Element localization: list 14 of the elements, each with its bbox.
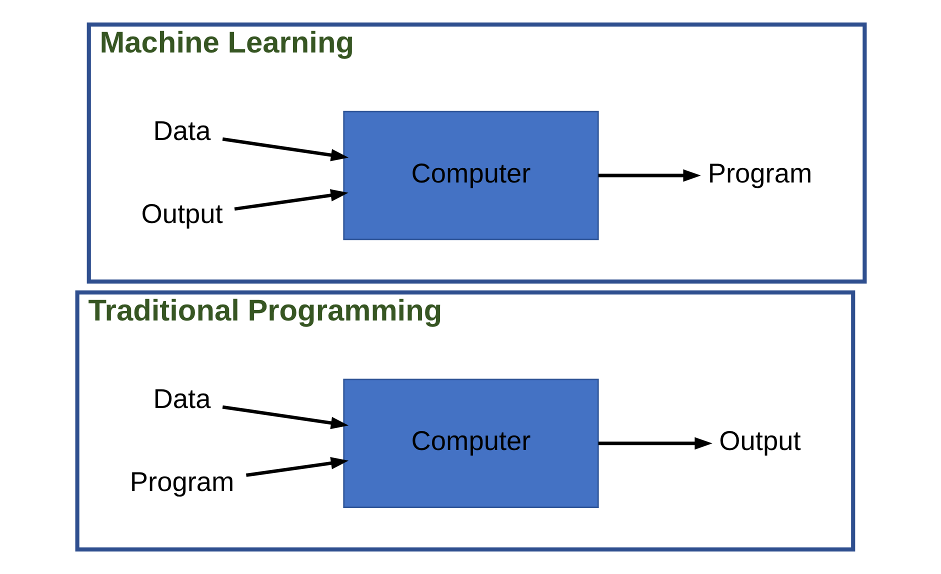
arrow — [222, 405, 348, 430]
node-text: Program — [707, 157, 812, 188]
arrow — [234, 189, 348, 211]
node-text: Program — [129, 466, 234, 497]
node-box: Computer — [342, 378, 598, 508]
arrow — [598, 437, 712, 450]
node-text: Output — [140, 198, 222, 230]
node-text: Output — [718, 425, 800, 456]
arrow — [245, 456, 348, 477]
node-text: Data — [152, 383, 210, 414]
arrow — [598, 169, 700, 182]
arrow — [222, 137, 348, 162]
node-box: Computer — [342, 110, 598, 240]
node-text: Data — [152, 115, 210, 146]
